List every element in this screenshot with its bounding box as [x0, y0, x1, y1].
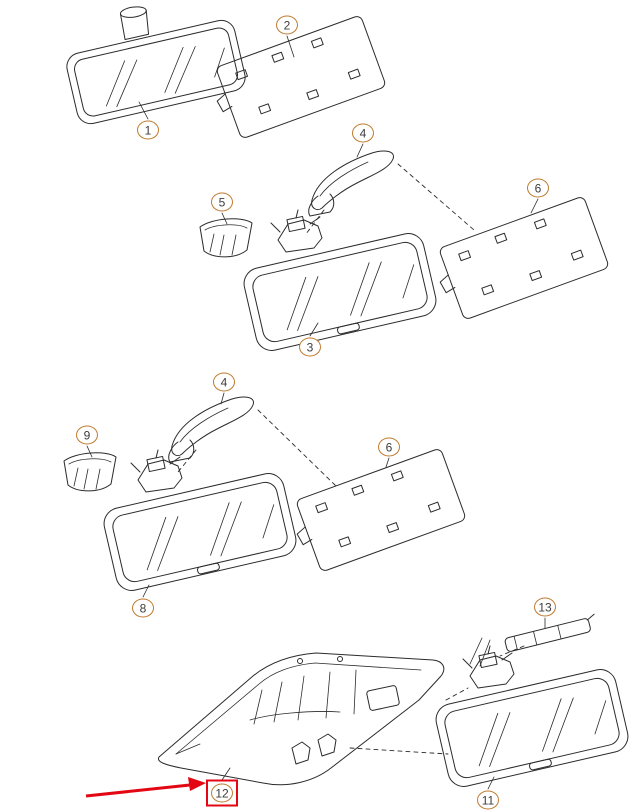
callout-6-lower: 6: [378, 437, 400, 457]
callout-8: 8: [132, 598, 154, 618]
mirror-11-drawing: [432, 637, 632, 791]
bracket-13-drawing: [504, 613, 595, 652]
callout-5: 5: [211, 192, 233, 212]
cover-5-drawing: [199, 218, 253, 258]
callout-2: 2: [276, 15, 298, 35]
cover-4-lower-drawing: [168, 396, 254, 463]
mirror-3-drawing: [240, 209, 440, 355]
callout-13: 13: [534, 597, 556, 617]
panel-6-upper-drawing: [428, 195, 610, 324]
cover-4-upper-drawing: [308, 150, 394, 217]
callout-4-lower: 4: [213, 372, 235, 392]
callout-12: 12: [211, 783, 233, 803]
callout-11: 11: [477, 790, 499, 810]
mirror-8-drawing: [100, 449, 300, 595]
mirror-1-drawing: [66, 6, 246, 125]
assembly-dashes-lower: [349, 645, 525, 755]
callout-12-highlight-box: 12: [206, 779, 238, 807]
panel-6-lower-drawing: [285, 447, 467, 576]
callout-3: 3: [299, 337, 321, 357]
callout-leader-lines: [86, 35, 546, 790]
callout-4-upper: 4: [352, 123, 374, 143]
highlight-arrow: [85, 777, 206, 798]
assembly-dashes-upper: [305, 163, 475, 235]
housing-12-drawing: [157, 652, 445, 786]
assembly-dashes-middle: [177, 409, 337, 487]
callout-6-upper: 6: [527, 178, 549, 198]
callout-9: 9: [76, 425, 98, 445]
cover-9-drawing: [63, 452, 117, 492]
callout-1: 1: [137, 120, 159, 140]
